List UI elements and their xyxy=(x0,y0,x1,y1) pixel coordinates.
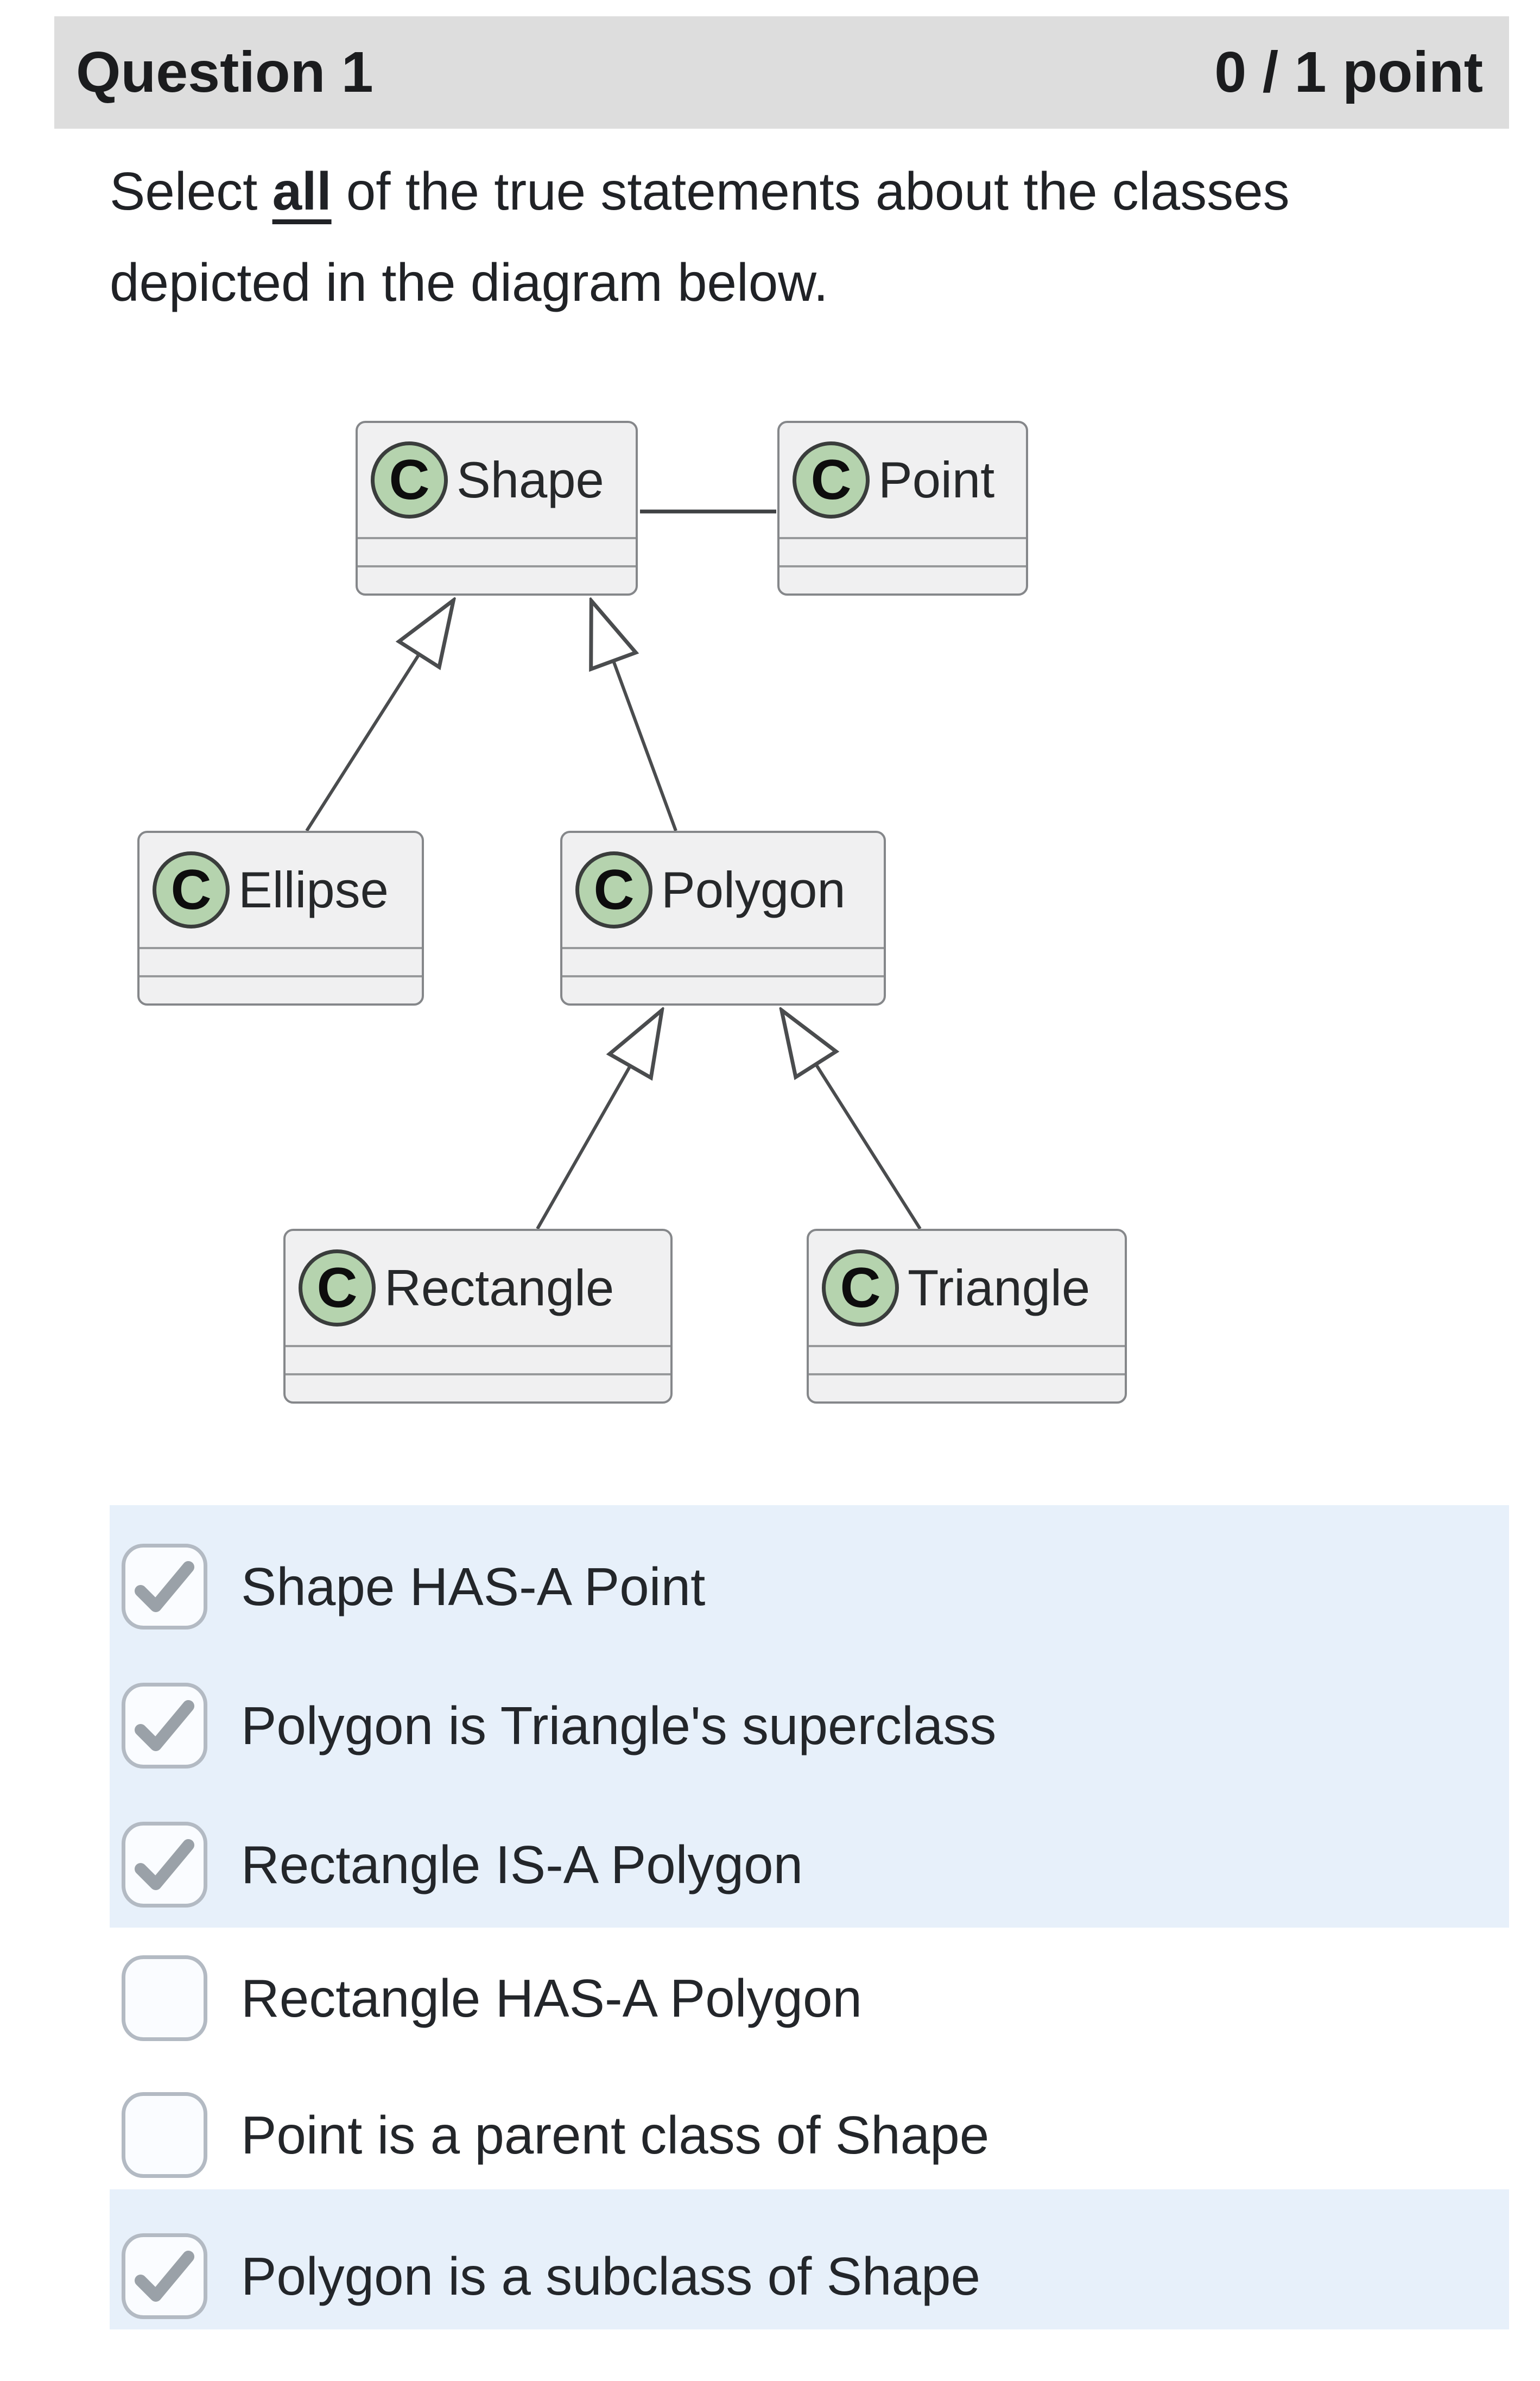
checkbox[interactable] xyxy=(122,1822,207,1908)
checkmark-icon xyxy=(135,1700,194,1751)
question-score: 0 / 1 point xyxy=(1214,40,1483,104)
uml-connector-lines xyxy=(305,509,922,1230)
class-name: Point xyxy=(878,451,995,508)
methods-compartment xyxy=(358,567,636,593)
option-row[interactable]: Shape HAS-A Point xyxy=(110,1543,1509,1630)
checkmark-icon xyxy=(135,1839,194,1890)
class-badge-icon: C xyxy=(793,441,870,519)
class-name: Triangle xyxy=(908,1259,1091,1316)
attributes-compartment xyxy=(779,539,1026,567)
uml-class-polygon: C Polygon xyxy=(560,831,886,1006)
selected-options-highlight-block xyxy=(110,1505,1509,1928)
methods-compartment xyxy=(286,1375,670,1401)
question-title: Question 1 xyxy=(76,40,373,104)
question-header: Question 1 0 / 1 point xyxy=(54,16,1509,129)
question-text-emphasis: all xyxy=(272,161,332,221)
uml-class-diagram: C Shape C Point C Ellipse C xyxy=(137,421,1127,1404)
uml-class-ellipse-title: C Ellipse xyxy=(140,833,422,949)
checkmark-icon xyxy=(135,2251,194,2302)
option-row[interactable]: Polygon is Triangle's superclass xyxy=(110,1682,1509,1769)
methods-compartment xyxy=(779,567,1026,593)
checkbox[interactable] xyxy=(122,2233,207,2319)
uml-class-polygon-title: C Polygon xyxy=(562,833,884,949)
generalization-ellipse-shape xyxy=(305,654,419,832)
class-name: Rectangle xyxy=(384,1259,614,1316)
methods-compartment xyxy=(140,977,422,1003)
uml-class-rectangle: C Rectangle xyxy=(283,1229,673,1404)
attributes-compartment xyxy=(358,539,636,567)
checkbox[interactable] xyxy=(122,2092,207,2178)
uml-class-shape: C Shape xyxy=(356,421,638,596)
checkbox[interactable] xyxy=(122,1955,207,2041)
attributes-compartment xyxy=(562,949,884,977)
option-label: Polygon is Triangle's superclass xyxy=(241,1695,997,1755)
class-name: Shape xyxy=(457,451,604,508)
checkmark-icon xyxy=(135,1561,194,1612)
uml-class-rectangle-title: C Rectangle xyxy=(286,1231,670,1347)
class-badge-icon: C xyxy=(153,851,230,929)
class-badge-icon: C xyxy=(299,1249,376,1327)
uml-class-triangle: C Triangle xyxy=(807,1229,1127,1404)
class-badge-icon: C xyxy=(822,1249,899,1327)
checkbox[interactable] xyxy=(122,1544,207,1630)
question-text-after: of the true statements about the classes… xyxy=(110,161,1290,312)
option-label: Rectangle HAS-A Polygon xyxy=(241,1968,862,2028)
checkbox[interactable] xyxy=(122,1683,207,1769)
class-name: Ellipse xyxy=(238,861,389,918)
option-label: Point is a parent class of Shape xyxy=(241,2105,990,2165)
option-label: Rectangle IS-A Polygon xyxy=(241,1834,803,1894)
question-text: Select all of the true statements about … xyxy=(110,146,1499,328)
option-row[interactable]: Rectangle HAS-A Polygon xyxy=(110,1955,1509,2042)
option-label: Polygon is a subclass of Shape xyxy=(241,2246,980,2306)
question-text-before: Select xyxy=(110,161,272,221)
attributes-compartment xyxy=(809,1347,1125,1375)
uml-class-point: C Point xyxy=(777,421,1028,596)
attributes-compartment xyxy=(140,949,422,977)
option-label: Shape HAS-A Point xyxy=(241,1556,706,1616)
class-badge-icon: C xyxy=(371,441,448,519)
generalization-triangle-polygon xyxy=(816,1064,922,1230)
selected-option-highlight-block xyxy=(110,2189,1509,2329)
uml-class-ellipse: C Ellipse xyxy=(137,831,424,1006)
class-name: Polygon xyxy=(661,861,846,918)
class-badge-icon: C xyxy=(575,851,652,929)
generalization-polygon-shape xyxy=(613,661,677,832)
methods-compartment xyxy=(562,977,884,1003)
uml-class-point-title: C Point xyxy=(779,423,1026,539)
option-row[interactable]: Polygon is a subclass of Shape xyxy=(110,2233,1509,2320)
option-row[interactable]: Rectangle IS-A Polygon xyxy=(110,1821,1509,1908)
uml-class-shape-title: C Shape xyxy=(358,423,636,539)
attributes-compartment xyxy=(286,1347,670,1375)
option-row[interactable]: Point is a parent class of Shape xyxy=(110,2092,1509,2178)
generalization-rectangle-polygon xyxy=(536,1066,630,1230)
uml-class-triangle-title: C Triangle xyxy=(809,1231,1125,1347)
methods-compartment xyxy=(809,1375,1125,1401)
